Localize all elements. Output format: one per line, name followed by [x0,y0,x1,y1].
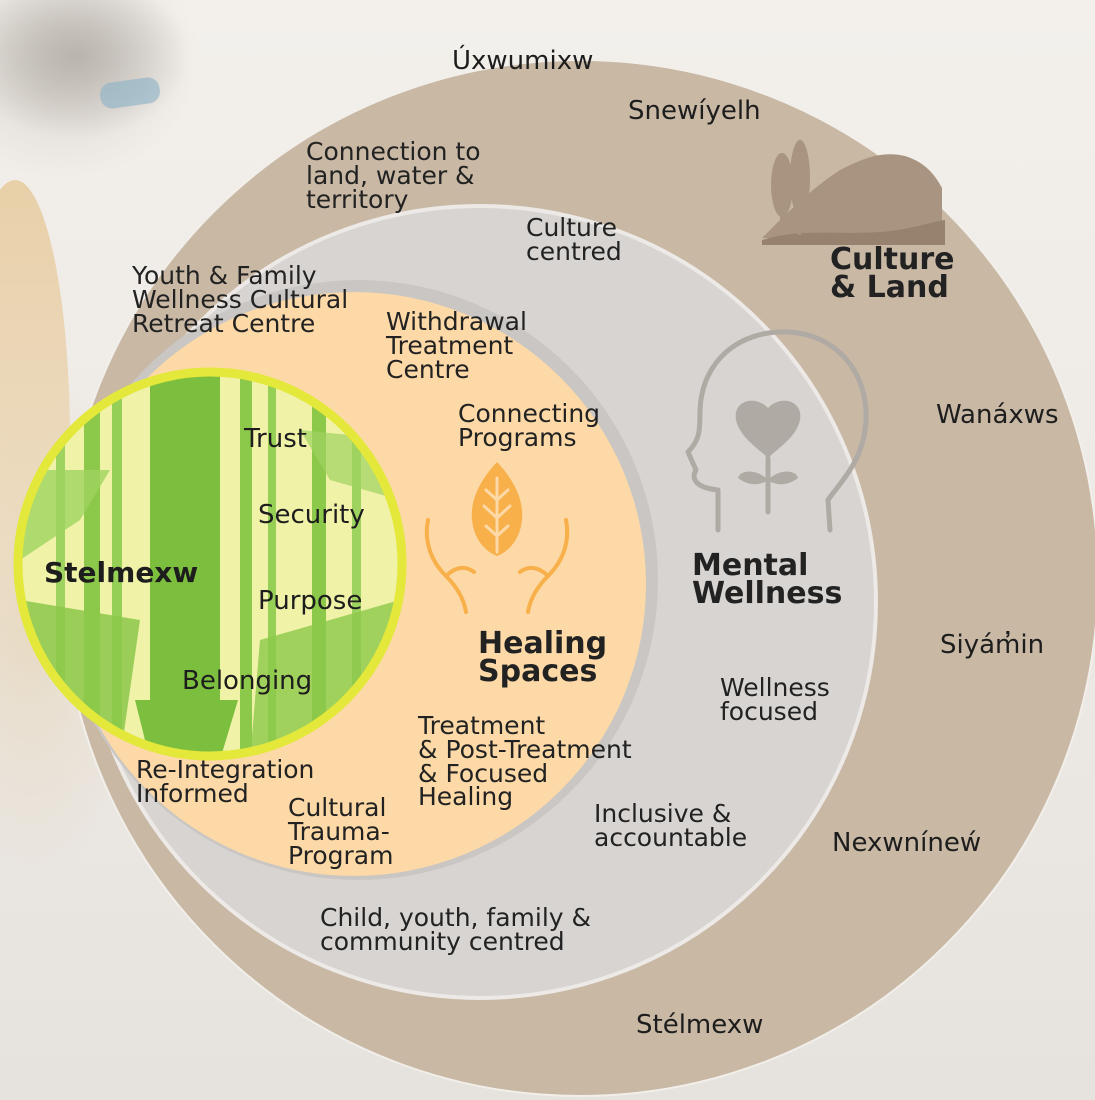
healing-spaces-title: Healing Spaces [478,630,607,685]
mw-label-inclusive: Inclusive & accountable [594,802,747,850]
hs-label-treatment: Treatment & Post-Treatment & Focused Hea… [418,714,632,809]
mw-label-connection: Connection to land, water & territory [306,140,481,211]
culture-land-title: Culture & Land [830,246,955,301]
core-word-purpose: Purpose [258,586,362,616]
outer-label-nexwninew: Nexwníneẃ [832,828,981,858]
mw-label-culture-centred: Culture centred [526,216,622,264]
core-word-security: Security [258,500,365,530]
core-word-belonging: Belonging [182,666,312,696]
hs-label-retreat-centre: Youth & Family Wellness Cultural Retreat… [132,264,348,335]
mw-label-child-youth: Child, youth, family & community centred [320,906,591,954]
mental-wellness-title: Mental Wellness [692,552,842,607]
hs-label-withdrawal: Withdrawal Treatment Centre [386,310,527,381]
outer-label-snewiyelh: Snewíyelh [628,96,761,126]
stelmexw-title: Stelmexw [44,556,198,589]
hs-label-cultural-trauma: Cultural Trauma- Program [288,796,393,867]
core-word-trust: Trust [244,424,307,454]
mw-label-wellness-focused: Wellness focused [720,676,830,724]
outer-label-stelmexw: Stélmexw [636,1010,763,1040]
outer-label-siyamin: Siyám̓in [940,630,1044,660]
hs-label-reintegration: Re-Integration Informed [136,758,314,806]
outer-label-wanaxws: Wanáxws [936,400,1059,430]
hs-label-connecting: Connecting Programs [458,402,600,450]
outer-label-uxwumixw: Úxwumixw [452,46,593,76]
